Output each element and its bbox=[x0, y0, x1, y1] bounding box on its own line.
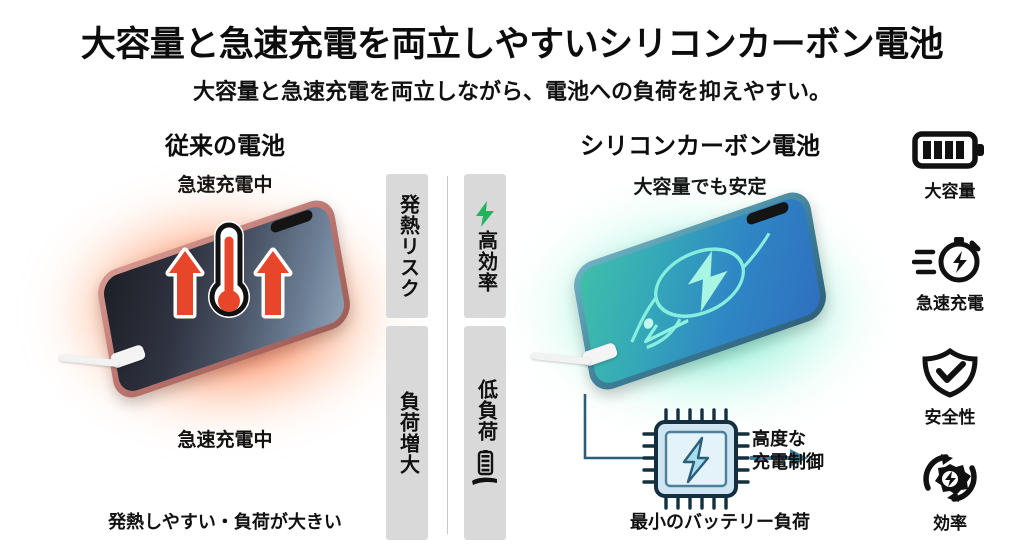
feature-safety-label: 安全性 bbox=[924, 408, 976, 427]
left-column-status-bottom: 急速充電中 bbox=[177, 430, 273, 451]
page-subtitle: 大容量と急速充電を両立しながら、電池への負荷を抑えやすい。 bbox=[192, 79, 831, 104]
right-column-status-top: 大容量でも安定 bbox=[633, 177, 767, 198]
left-column-status-top: 急速充電中 bbox=[177, 175, 273, 196]
feature-fast-charge-label: 急速充電 bbox=[916, 294, 984, 313]
panel-heat-risk-label: 発熱リスク bbox=[396, 193, 419, 299]
panel-low-load: 低負荷 bbox=[464, 326, 506, 540]
panel-high-efficiency: 高効率 bbox=[464, 174, 506, 318]
panel-low-load-label: 低負荷 bbox=[474, 378, 497, 442]
right-column-note: 最小のバッテリー負荷 bbox=[630, 512, 810, 532]
left-column-note: 発熱しやすい・負荷が大きい bbox=[108, 512, 342, 532]
charge-control-label-line2: 充電制御 bbox=[752, 451, 824, 472]
battery-in-hand-icon bbox=[472, 449, 497, 485]
feature-efficiency: 効率 bbox=[890, 452, 1010, 534]
gear-cycle-icon bbox=[923, 454, 977, 502]
charging-bolt-icon bbox=[630, 232, 771, 350]
silicon-carbon-phone-illustration bbox=[525, 186, 875, 405]
panel-load-increase: 負荷増大 bbox=[386, 326, 428, 540]
shield-check-icon bbox=[922, 348, 978, 398]
thermometer-icon bbox=[165, 220, 293, 319]
charge-control-diagram bbox=[583, 394, 808, 510]
feature-large-capacity-label: 大容量 bbox=[924, 182, 976, 201]
charge-control-label: 高度な 充電制御 bbox=[752, 428, 824, 473]
center-divider bbox=[447, 176, 448, 534]
feature-safety: 安全性 bbox=[890, 348, 1010, 428]
battery-full-icon bbox=[912, 131, 984, 169]
right-column-heading: シリコンカーボン電池 bbox=[580, 133, 820, 160]
feature-large-capacity: 大容量 bbox=[890, 128, 1010, 202]
feature-efficiency-label: 効率 bbox=[933, 514, 967, 533]
phone-screen-right bbox=[577, 194, 823, 388]
conventional-phone-illustration bbox=[55, 194, 395, 415]
page-title: 大容量と急速充電を両立しやすいシリコンカーボン電池 bbox=[80, 25, 944, 64]
charge-control-label-line1: 高度な bbox=[752, 429, 806, 449]
green-bolt-icon bbox=[476, 200, 494, 227]
phone-device-right bbox=[570, 186, 830, 396]
left-column-heading: 従来の電池 bbox=[165, 133, 285, 160]
panel-load-increase-label: 負荷増大 bbox=[396, 391, 419, 475]
thermometer-glyph bbox=[208, 220, 250, 318]
panel-high-efficiency-label: 高効率 bbox=[474, 229, 497, 293]
panel-heat-risk: 発熱リスク bbox=[386, 174, 428, 318]
stopwatch-bolt-icon bbox=[912, 237, 981, 283]
cpu-chip-icon bbox=[642, 408, 750, 510]
feature-fast-charge: 急速充電 bbox=[890, 234, 1010, 314]
